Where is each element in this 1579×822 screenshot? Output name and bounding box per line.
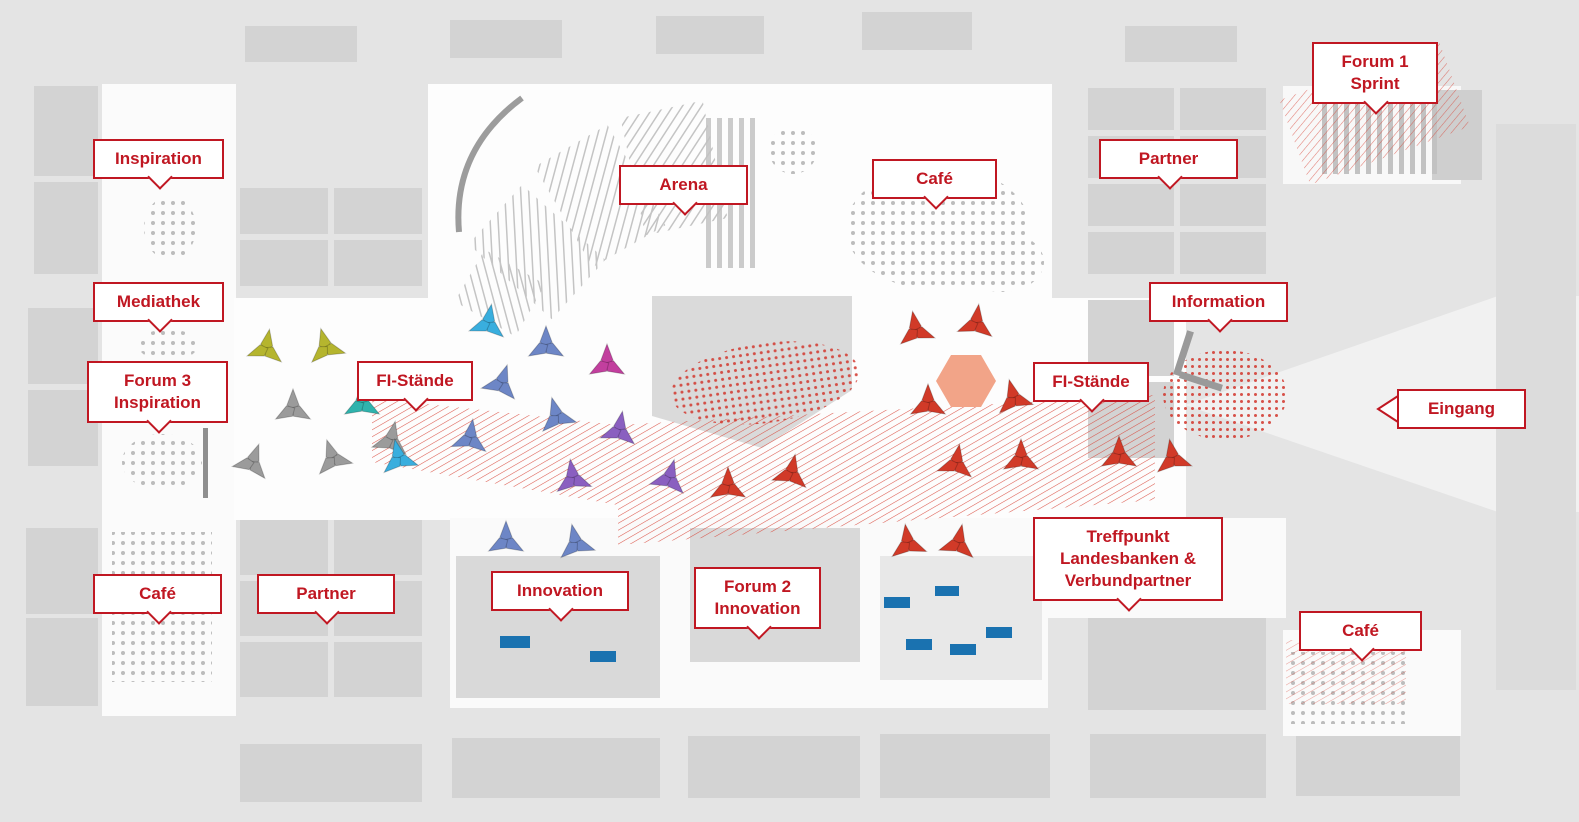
callout-innovation: Innovation [491, 571, 629, 622]
callout-cafe-bottom-right: Café [1299, 611, 1422, 662]
curved-wall [455, 95, 524, 233]
callout-inspiration: Inspiration [93, 139, 224, 190]
callout-forum-3-inspiration: Forum 3 Inspiration [87, 361, 228, 434]
callout-fi-staende-left: FI-Stände [357, 361, 473, 412]
highlight-hexagon [936, 355, 996, 407]
blue-tables [500, 586, 1012, 662]
callout-forum-2-innovation: Forum 2 Innovation [694, 567, 821, 640]
information-counter [1173, 330, 1223, 392]
callout-treffpunkt-landesbanken: Treffpunkt Landesbanken & Verbundpartner [1033, 517, 1223, 613]
callout-fi-staende-right: FI-Stände [1033, 362, 1149, 413]
callout-label: Partner [1138, 149, 1199, 168]
callout-cafe-top: Café [872, 159, 997, 210]
callout-label: Arena [659, 175, 708, 194]
callout-partner-right: Partner [1099, 139, 1238, 190]
entrance-arrow-icon [1374, 394, 1400, 424]
callout-label: Inspiration [115, 149, 202, 168]
callout-arena: Arena [619, 165, 748, 216]
callout-label: Partner [296, 584, 356, 603]
callout-label: Mediathek [116, 292, 201, 311]
callout-label: Information [1171, 292, 1266, 311]
callout-label: Forum 3 Inspiration [114, 371, 201, 413]
callout-forum-1-sprint: Forum 1 Sprint [1312, 42, 1438, 115]
callout-label: Eingang [1427, 399, 1496, 418]
red-dot-clusters [670, 341, 1287, 440]
callout-label: Café [1342, 621, 1379, 640]
callout-mediathek: Mediathek [93, 282, 224, 333]
callout-label: Forum 1 Sprint [1341, 52, 1409, 94]
callout-label: FI-Stände [376, 371, 454, 390]
callout-information: Information [1149, 282, 1288, 333]
callout-label: Innovation [517, 581, 603, 600]
callout-label: FI-Stände [1052, 372, 1130, 391]
entrance-wedge [1185, 296, 1498, 512]
callout-cafe-left: Café [93, 574, 222, 625]
callout-label: Café [916, 169, 953, 188]
callout-eingang: Eingang [1376, 389, 1526, 430]
callout-label: Forum 2 Innovation [714, 577, 801, 619]
callout-label: Treffpunkt Landesbanken & Verbundpartner [1059, 527, 1197, 591]
callout-label: Café [139, 584, 176, 603]
callout-partner-left: Partner [257, 574, 395, 625]
